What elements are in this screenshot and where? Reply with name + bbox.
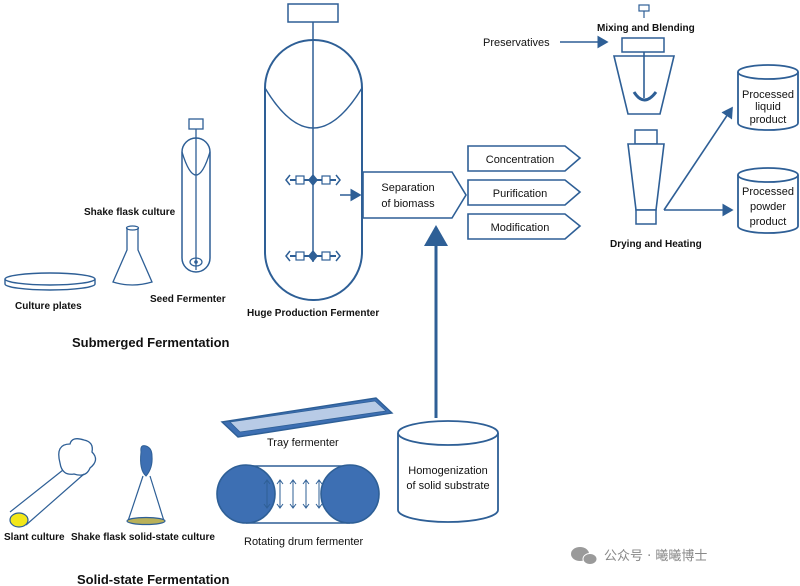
- lower-impeller-icon: [285, 250, 341, 262]
- processed-liquid-cylinder: Processed liquid product: [737, 64, 799, 131]
- tray-fermenter-label: Tray fermenter: [267, 437, 339, 449]
- slant-culture-icon: [9, 438, 97, 528]
- liquid-line3: product: [750, 114, 787, 126]
- powder-line2: powder: [750, 201, 786, 213]
- purification-label: Purification: [493, 188, 547, 200]
- shake-flask-icon: [112, 225, 153, 286]
- rotating-drum-fermenter-label: Rotating drum fermenter: [244, 536, 364, 548]
- watermark-text: 公众号 · 曦曦博士: [604, 548, 707, 564]
- huge-production-fermenter-label: Huge Production Fermenter: [247, 308, 379, 319]
- homogenization-cylinder: Homogenization of solid substrate: [397, 420, 499, 523]
- tray-fermenter-icon: [220, 397, 394, 438]
- powder-line3: product: [750, 216, 787, 228]
- culture-plates-label: Culture plates: [15, 301, 82, 312]
- upper-impeller-icon: [285, 174, 341, 186]
- modification-box: Modification: [467, 213, 582, 240]
- drying-and-heating-label: Drying and Heating: [610, 239, 702, 250]
- mixer-icon: [612, 4, 676, 115]
- separation-of-biomass-box: Separation of biomass: [362, 171, 467, 219]
- production-fermenter-icon: [264, 3, 363, 301]
- purification-box: Purification: [467, 179, 582, 206]
- mixing-and-blending-label: Mixing and Blending: [597, 23, 695, 34]
- shake-flask-solid-icon: [126, 445, 166, 526]
- submerged-fermentation-title: Submerged Fermentation: [72, 335, 230, 350]
- culture-plate-icon: [4, 272, 96, 291]
- liquid-line1: Processed: [742, 89, 794, 101]
- modification-label: Modification: [491, 222, 550, 234]
- processed-powder-cylinder: Processed powder product: [737, 167, 799, 234]
- homogenization-line1: Homogenization: [408, 465, 488, 477]
- concentration-box: Concentration: [467, 145, 582, 172]
- separation-line2: of biomass: [381, 198, 435, 210]
- shake-flask-culture-label: Shake flask culture: [84, 207, 176, 218]
- homogenization-line2: of solid substrate: [406, 480, 489, 492]
- powder-line1: Processed: [742, 186, 794, 198]
- wechat-icon: [571, 547, 598, 565]
- shake-flask-solid-label: Shake flask solid-state culture: [71, 532, 215, 543]
- preservatives-label: Preservatives: [483, 37, 550, 49]
- concentration-label: Concentration: [486, 154, 555, 166]
- drum-mixing-arrows: [263, 479, 323, 509]
- separation-line1: Separation: [381, 182, 434, 194]
- liquid-line2: liquid: [755, 101, 781, 113]
- slant-culture-label: Slant culture: [4, 532, 65, 543]
- seed-fermenter-icon: [181, 118, 211, 273]
- rotating-drum-icon: [216, 464, 380, 524]
- solid-state-fermentation-title: Solid-state Fermentation: [77, 572, 229, 586]
- to-liquid-arrow: [663, 106, 733, 211]
- dryer-icon: [627, 129, 665, 225]
- watermark: 公众号 · 曦曦博士: [571, 547, 707, 565]
- seed-fermenter-label: Seed Fermenter: [150, 294, 226, 305]
